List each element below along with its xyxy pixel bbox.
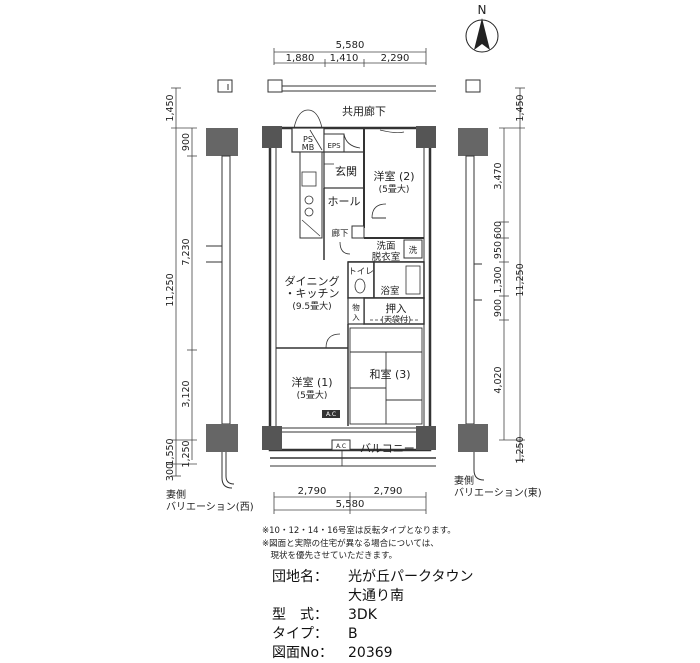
dim-left-outer: 11,250 <box>165 273 176 306</box>
dim-right-outer: 11,250 <box>515 263 526 296</box>
info-row: タイプ： B <box>272 625 473 644</box>
dim-left-outer: 300 <box>165 463 176 481</box>
datsui-label: 脱衣室 <box>372 251 401 263</box>
info-row: 図面No： 20369 <box>272 644 473 663</box>
right-dimension-lines <box>499 87 525 461</box>
east-title: 妻側 <box>454 476 474 487</box>
dim-right-inner: 600 <box>493 221 504 239</box>
west-variation-label: 妻側 バリエーション(西) <box>166 490 254 514</box>
west-variation-elevation <box>206 79 238 489</box>
senmen-label: 洗面 <box>376 240 395 252</box>
corridor-label: 共用廊下 <box>342 104 386 118</box>
info-row: 団地名： 光が丘パークタウン <box>272 568 473 587</box>
dim-right-outer: 1,450 <box>515 94 526 121</box>
ac-balcony-label: A.C <box>336 443 346 450</box>
notes: ※10・12・14・16号室は反転タイプとなります。 ※図面と実際の住宅が異なる… <box>262 525 456 563</box>
east-variation-elevation <box>458 79 488 481</box>
dim-bottom-total: 5,580 <box>336 499 365 510</box>
dim-left-outer: 1,550 <box>165 438 176 465</box>
info-value: 20369 <box>348 645 393 661</box>
bottom-dimensions <box>273 492 427 514</box>
dim-right-inner: 900 <box>493 299 504 317</box>
info-value: 大通り南 <box>348 588 404 604</box>
east-variation-label: 妻側 バリエーション(東) <box>454 476 542 500</box>
toilet-label: トイレ <box>348 267 374 277</box>
info-value: 3DK <box>348 607 377 623</box>
balcony-label: バルコニー <box>360 442 415 455</box>
dim-left-outer: 1,450 <box>165 94 176 121</box>
kitchen-label: ・キッチン <box>285 287 340 300</box>
info-row: 型 式： 3DK <box>272 606 473 625</box>
western2-size: (5畳大) <box>379 183 410 195</box>
east-subtitle: バリエーション(東) <box>454 488 542 499</box>
dim-left-inner: 3,120 <box>181 380 192 407</box>
genkan-label: 玄関 <box>335 164 357 178</box>
dim-top-total: 5,580 <box>336 40 365 51</box>
info-label: 型 式： <box>272 607 328 623</box>
info-label: タイプ： <box>272 626 328 642</box>
note-line: ※図面と実際の住宅が異なる場合については、 <box>262 538 439 549</box>
north-compass-icon: N <box>465 3 499 53</box>
dim-top-part: 2,290 <box>381 53 410 64</box>
note-line: ※10・12・14・16号室は反転タイプとなります。 <box>262 526 456 536</box>
washitsu-label: 和室 (3) <box>369 367 410 381</box>
western2-label: 洋室 (2) <box>373 169 414 183</box>
dim-left-inner: 1,250 <box>181 440 192 467</box>
dim-left-inner: 900 <box>181 133 192 151</box>
hall-label: ホール <box>328 195 361 208</box>
info-label: 団地名： <box>272 569 328 585</box>
info-label <box>272 587 348 606</box>
dim-top-part: 1,410 <box>330 53 359 64</box>
eps-label: EPS <box>327 142 341 150</box>
note-line: 現状を優先させていただきます。 <box>262 551 398 561</box>
info-row: 大通り南 <box>272 587 473 606</box>
property-info: 団地名： 光が丘パークタウン 大通り南 型 式： 3DK タイプ： B 図面No… <box>272 568 473 663</box>
floor-plan <box>262 79 436 467</box>
dim-right-outer: 1,250 <box>515 436 526 463</box>
room-labels: 共用廊下 PS MB EPS 玄関 洋室 (2) (5畳大) ホール 廊下 洗面… <box>285 104 418 455</box>
left-dimension-lines <box>171 87 197 477</box>
dim-top-part: 1,880 <box>286 53 315 64</box>
dim-bottom-part: 2,790 <box>298 486 327 497</box>
washer-label: 洗 <box>409 245 418 256</box>
dim-right-inner: 4,020 <box>493 366 504 393</box>
ac-label: A.C <box>326 411 336 418</box>
top-dimensions <box>273 48 427 67</box>
oshiire-note: (天袋付) <box>381 314 411 324</box>
dining-label: ダイニング <box>285 274 340 288</box>
oshiire-label: 押入 <box>386 302 407 315</box>
right-dimension-labels: 1,450 11,250 1,250 3,470 600 950 1,300 9… <box>493 94 526 463</box>
info-value: B <box>348 626 358 642</box>
mono-label: 物 <box>352 302 360 312</box>
dim-right-inner: 1,300 <box>493 266 504 293</box>
ps-label: PS <box>303 135 313 144</box>
compass-label: N <box>478 3 487 17</box>
dim-bottom-part: 2,790 <box>374 486 403 497</box>
west-subtitle: バリエーション(西) <box>166 502 254 513</box>
western1-label: 洋室 (1) <box>291 375 332 389</box>
western1-size: (5畳大) <box>297 389 328 401</box>
tatami-mats <box>349 327 423 425</box>
ire-label: 入 <box>352 313 360 322</box>
bath-label: 浴室 <box>380 285 399 297</box>
info-value: 光が丘パークタウン <box>348 569 474 585</box>
left-dimension-labels: 1,450 11,250 1,550 300 900 7,230 3,120 1… <box>165 94 192 481</box>
dim-right-inner: 3,470 <box>493 162 504 189</box>
mb-label: MB <box>302 143 314 152</box>
info-label: 図面No： <box>272 645 334 661</box>
roka-label: 廊下 <box>331 228 349 239</box>
dining-size: (9.5畳大) <box>292 300 331 312</box>
dim-right-inner: 950 <box>493 241 504 259</box>
dim-left-inner: 7,230 <box>181 238 192 265</box>
west-title: 妻側 <box>166 490 186 501</box>
